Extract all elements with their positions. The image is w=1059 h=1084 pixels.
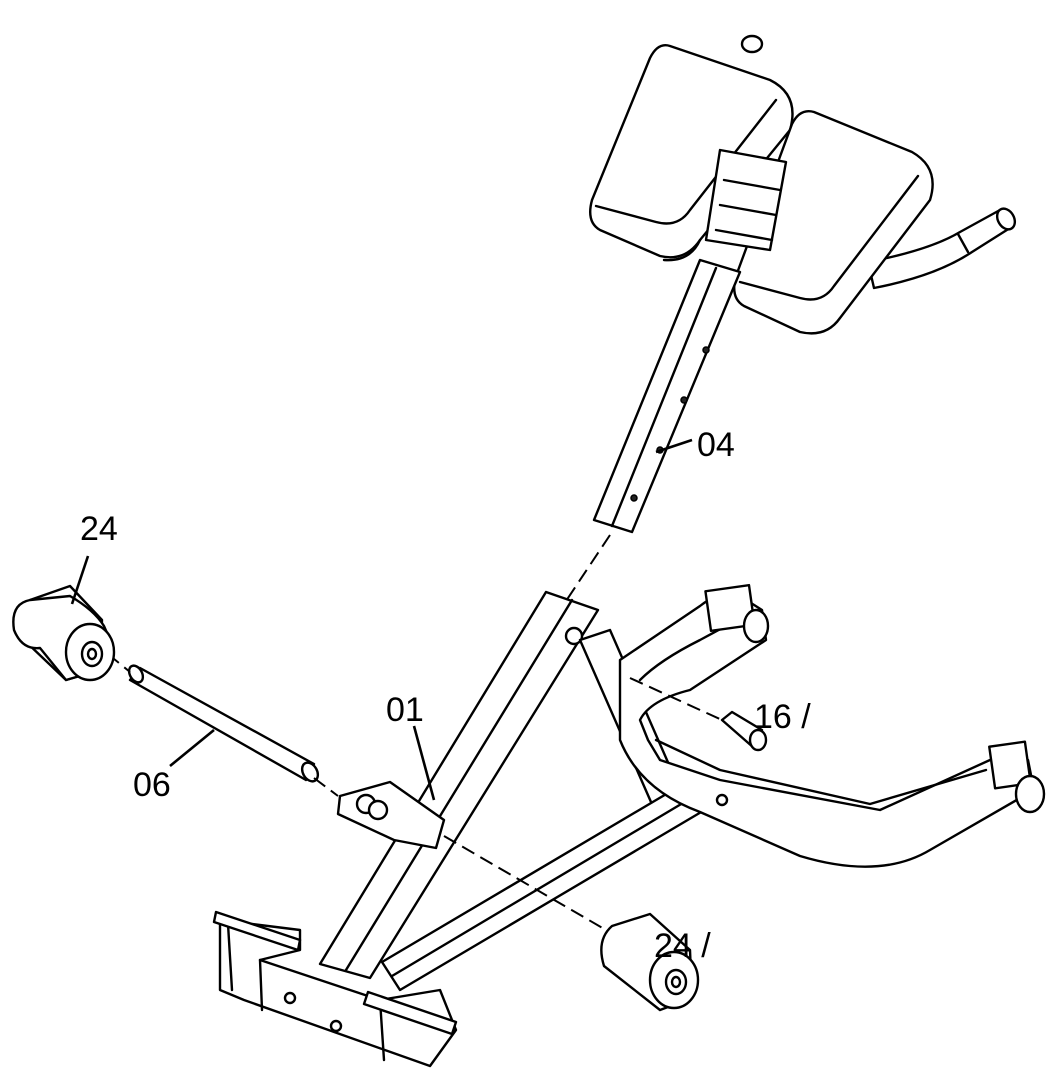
back-pad-left bbox=[589, 34, 794, 262]
rear-frame bbox=[618, 583, 1046, 868]
axle-bracket bbox=[336, 780, 446, 850]
tube-guide-line bbox=[559, 534, 611, 611]
pad-bracket bbox=[704, 148, 788, 252]
foam-roller-top bbox=[12, 584, 116, 682]
main-frame bbox=[212, 590, 710, 1068]
part-label-24-top: 24 bbox=[80, 510, 118, 548]
part-label-24-bottom: 24 / bbox=[654, 927, 711, 965]
part-label-06: 06 bbox=[133, 766, 171, 804]
handle-bar bbox=[866, 207, 1017, 290]
foam-roller-bottom bbox=[600, 912, 700, 1012]
knob-pin bbox=[629, 677, 768, 752]
roller-axle bbox=[127, 664, 320, 783]
upright-tube bbox=[592, 258, 742, 534]
part-label-16: 16 / bbox=[754, 698, 811, 736]
leader-lines bbox=[70, 438, 693, 801]
part-label-04: 04 bbox=[697, 426, 735, 464]
part-label-01: 01 bbox=[386, 691, 424, 729]
